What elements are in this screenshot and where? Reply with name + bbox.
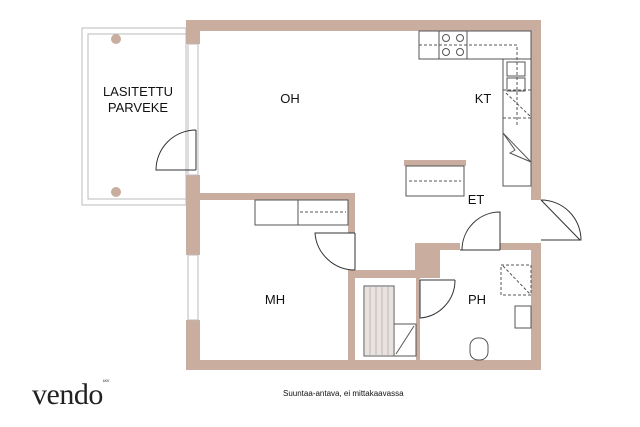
balcony-label-line1: LASITETTU — [102, 84, 174, 99]
balcony — [81, 27, 187, 206]
room-label-bedroom: MH — [264, 292, 286, 307]
room-label-hall: ET — [467, 192, 485, 207]
doors — [155, 129, 582, 319]
room-label-living: OH — [280, 91, 300, 106]
entrance-gap — [531, 200, 541, 243]
fixtures — [254, 30, 532, 361]
room-label-bathroom: PH — [467, 292, 487, 307]
balcony-post — [111, 34, 121, 44]
walls — [186, 20, 541, 370]
dashed-lines — [300, 44, 532, 213]
vendo-logo: vendoLKV — [32, 378, 109, 412]
windows — [187, 43, 199, 321]
room-label-kitchen: KT — [474, 91, 492, 106]
balcony-post — [111, 187, 121, 197]
logo-text: vendo — [32, 378, 103, 411]
room-label-balcony: LASITETTU PARVEKE — [98, 84, 178, 116]
scale-disclaimer: Suuntaa-antava, ei mittakaavassa — [283, 389, 404, 398]
logo-mark: LKV — [102, 378, 110, 383]
balcony-label-line2: PARVEKE — [107, 100, 169, 115]
